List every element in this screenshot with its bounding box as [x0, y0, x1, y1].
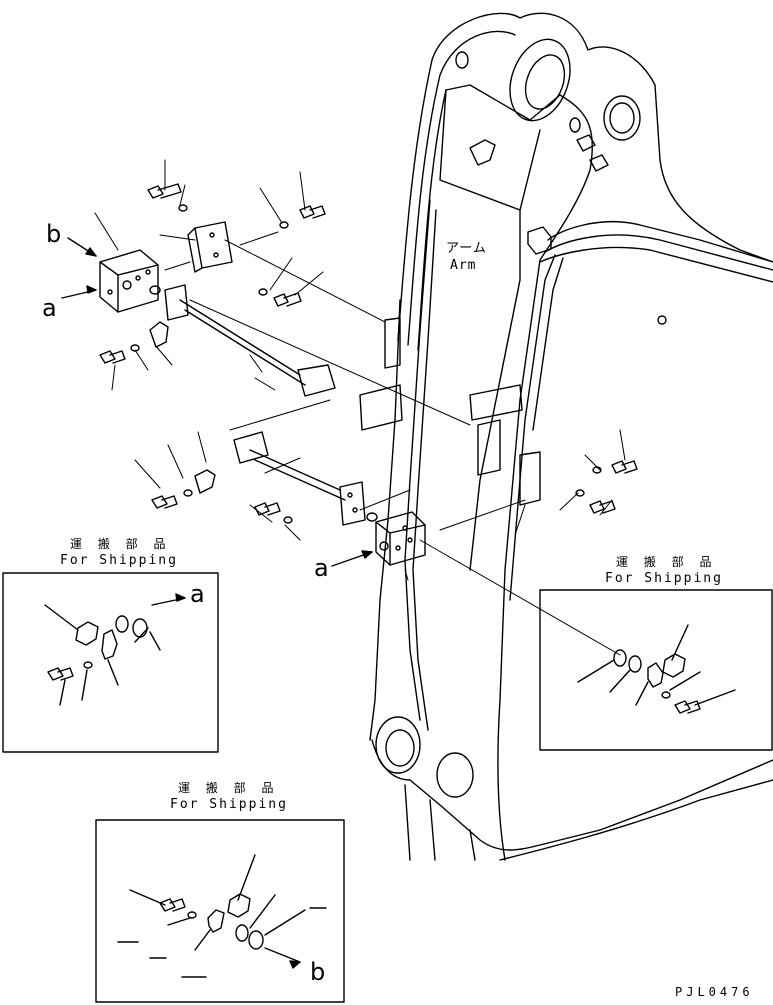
callout-b-top: b — [46, 220, 62, 248]
callout-arrows — [61, 237, 373, 567]
inset-1-caption-jp: 運 搬 部 品 — [70, 537, 172, 551]
block-a — [375, 511, 426, 566]
inset-1-caption-en: For Shipping — [60, 553, 178, 568]
shipping-inset-1-box — [2, 572, 219, 753]
shipping-inset-2-parts — [577, 624, 736, 714]
arm-structure — [359, 12, 773, 861]
inset-2-caption-en: For Shipping — [605, 571, 723, 586]
inset-3-caption-jp: 運 搬 部 品 — [178, 781, 280, 795]
upper-parts — [99, 183, 336, 397]
leader-lines — [94, 159, 626, 656]
inset-3-caption-en: For Shipping — [170, 797, 288, 812]
figure-code: PJL0476 — [675, 985, 754, 999]
shipping-inset-1-parts — [44, 593, 186, 706]
callout-a-mid: a — [314, 554, 329, 582]
block-b — [99, 249, 159, 313]
inset-2-caption-jp: 運 搬 部 品 — [616, 555, 718, 569]
arm-label-en: Arm — [450, 258, 477, 273]
arm-label-jp: アーム — [446, 241, 487, 256]
middle-parts — [151, 431, 638, 566]
callout-a-top: a — [42, 294, 57, 322]
callout-b-inset: b — [310, 958, 326, 986]
shipping-inset-3-parts — [117, 854, 327, 978]
shipping-inset-3-box — [95, 819, 345, 1003]
shipping-inset-2-box — [539, 589, 773, 751]
callout-a-inset: a — [190, 580, 205, 608]
